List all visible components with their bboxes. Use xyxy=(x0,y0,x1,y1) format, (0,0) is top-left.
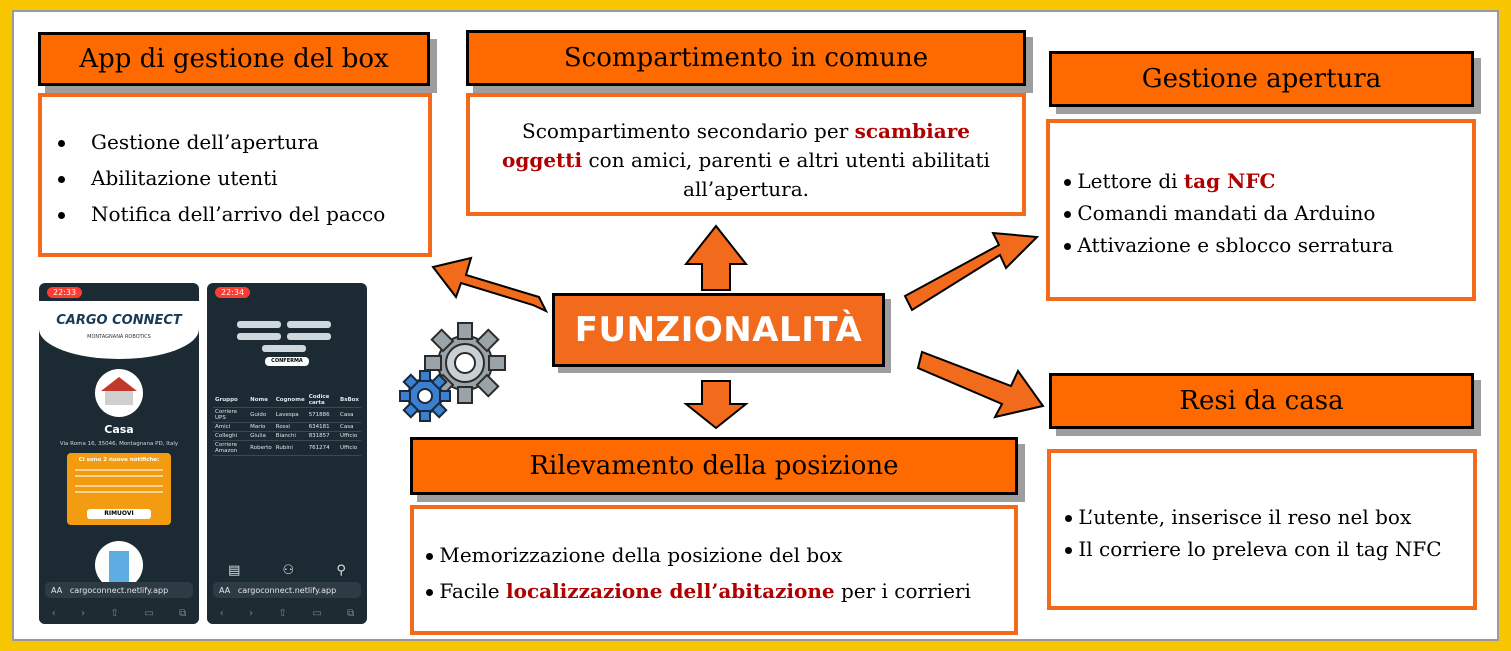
back-icon[interactable]: ‹ xyxy=(219,607,224,619)
header-scomparto: Scompartimento in comune xyxy=(466,30,1026,86)
header-posizione: Rilevamento della posizione xyxy=(410,437,1018,495)
tabs-icon[interactable]: ⧉ xyxy=(347,607,355,619)
status-time: 22:34 xyxy=(215,287,251,298)
box-apertura: Lettore di tag NFC Comandi mandati da Ar… xyxy=(1046,119,1476,301)
user-icon[interactable]: ⚲ xyxy=(336,563,346,578)
status-time: 22:33 xyxy=(47,287,83,298)
apertura-item: Comandi mandati da Arduino xyxy=(1064,197,1472,229)
box-scomparto: Scompartimento secondario per scambiare … xyxy=(466,93,1026,216)
notification-card: Ci sono 2 nuove notifiche: RIMUOVI xyxy=(67,453,171,525)
header-app-label: App di gestione del box xyxy=(79,44,389,74)
share-icon[interactable]: ⇧ xyxy=(110,607,119,619)
scomparto-text: Scompartimento secondario per scambiare … xyxy=(502,119,990,201)
back-icon[interactable]: ‹ xyxy=(51,607,56,619)
box-resi: L’utente, inserisce il reso nel box Il c… xyxy=(1047,449,1477,610)
header-apertura: Gestione apertura xyxy=(1049,51,1474,107)
header-resi-label: Resi da casa xyxy=(1179,386,1344,416)
table-header: BsBox xyxy=(338,393,361,408)
table-header: Nome xyxy=(248,393,274,408)
bookmarks-icon[interactable]: ▭ xyxy=(144,607,154,619)
share-icon[interactable]: ⇧ xyxy=(278,607,287,619)
remove-button[interactable]: RIMUOVI xyxy=(87,509,151,519)
house-icon xyxy=(95,369,143,417)
phone-screenshot-users: 22:34 CONFERMA Gruppo Nome Cognome Codic… xyxy=(207,283,367,624)
users-table: Gruppo Nome Cognome Codice carta BsBox C… xyxy=(213,393,361,456)
arrow-down xyxy=(683,380,749,430)
header-scomparto-label: Scompartimento in comune xyxy=(563,43,929,73)
app-item: Gestione dell’apertura xyxy=(58,127,428,157)
phone-screenshot-home: 22:33 CARGO CONNECT MONTAGNANA ROBOTICS … xyxy=(39,283,199,624)
center-label: FUNZIONALITÀ xyxy=(574,310,863,350)
browser-toolbar: ‹ › ⇧ ▭ ⧉ xyxy=(39,602,199,624)
archive-icon[interactable]: ▤ xyxy=(228,563,241,578)
gear-icon-small xyxy=(399,370,451,422)
app-item: Abilitazione utenti xyxy=(58,163,428,193)
gear-icon xyxy=(424,322,506,404)
place-name: Casa xyxy=(104,423,134,436)
arrow-to-app xyxy=(431,256,549,314)
box-posizione: Memorizzazione della posizione del box F… xyxy=(410,505,1018,635)
building-icon xyxy=(95,541,143,589)
place-address: Via Roma 16, 35046, Montagnana PD, Italy xyxy=(59,441,179,447)
bookmarks-icon[interactable]: ▭ xyxy=(312,607,322,619)
header-resi: Resi da casa xyxy=(1049,373,1474,429)
confirm-button[interactable]: CONFERMA xyxy=(265,357,309,366)
arrow-up xyxy=(683,224,749,291)
app-tabbar: ▤ ⚇ ⚲ xyxy=(207,563,367,578)
app-sublogo: MONTAGNANA ROBOTICS xyxy=(87,334,151,340)
app-item: Notifica dell’arrivo del pacco xyxy=(58,199,428,229)
table-header: Codice carta xyxy=(306,393,338,408)
table-header: Gruppo xyxy=(213,393,249,408)
app-logo: CARGO CONNECT xyxy=(56,313,182,328)
center-funzionalita: FUNZIONALITÀ xyxy=(552,293,885,367)
apertura-item: Lettore di tag NFC xyxy=(1064,165,1472,197)
app-logo-banner: CARGO CONNECT MONTAGNANA ROBOTICS xyxy=(39,301,199,359)
posizione-item: Facile localizzazione dell’abitazione pe… xyxy=(426,573,1014,609)
tabs-icon[interactable]: ⧉ xyxy=(179,607,187,619)
arrow-to-resi xyxy=(916,350,1045,419)
arrow-to-apertura xyxy=(903,231,1040,312)
users-icon[interactable]: ⚇ xyxy=(282,563,295,578)
forward-icon[interactable]: › xyxy=(249,607,254,619)
header-apertura-label: Gestione apertura xyxy=(1141,64,1382,94)
browser-toolbar: ‹ › ⇧ ▭ ⧉ xyxy=(207,602,367,624)
apertura-item: Attivazione e sblocco serratura xyxy=(1064,229,1472,261)
forward-icon[interactable]: › xyxy=(81,607,86,619)
table-header: Cognome xyxy=(273,393,307,408)
resi-item: Il corriere lo preleva con il tag NFC xyxy=(1065,533,1473,565)
header-app: App di gestione del box xyxy=(38,32,430,86)
header-posizione-label: Rilevamento della posizione xyxy=(529,451,899,481)
notification-title: Ci sono 2 nuove notifiche: xyxy=(78,457,160,463)
box-app: Gestione dell’apertura Abilitazione uten… xyxy=(38,93,432,257)
resi-item: L’utente, inserisce il reso nel box xyxy=(1065,501,1473,533)
posizione-item: Memorizzazione della posizione del box xyxy=(426,537,1014,573)
